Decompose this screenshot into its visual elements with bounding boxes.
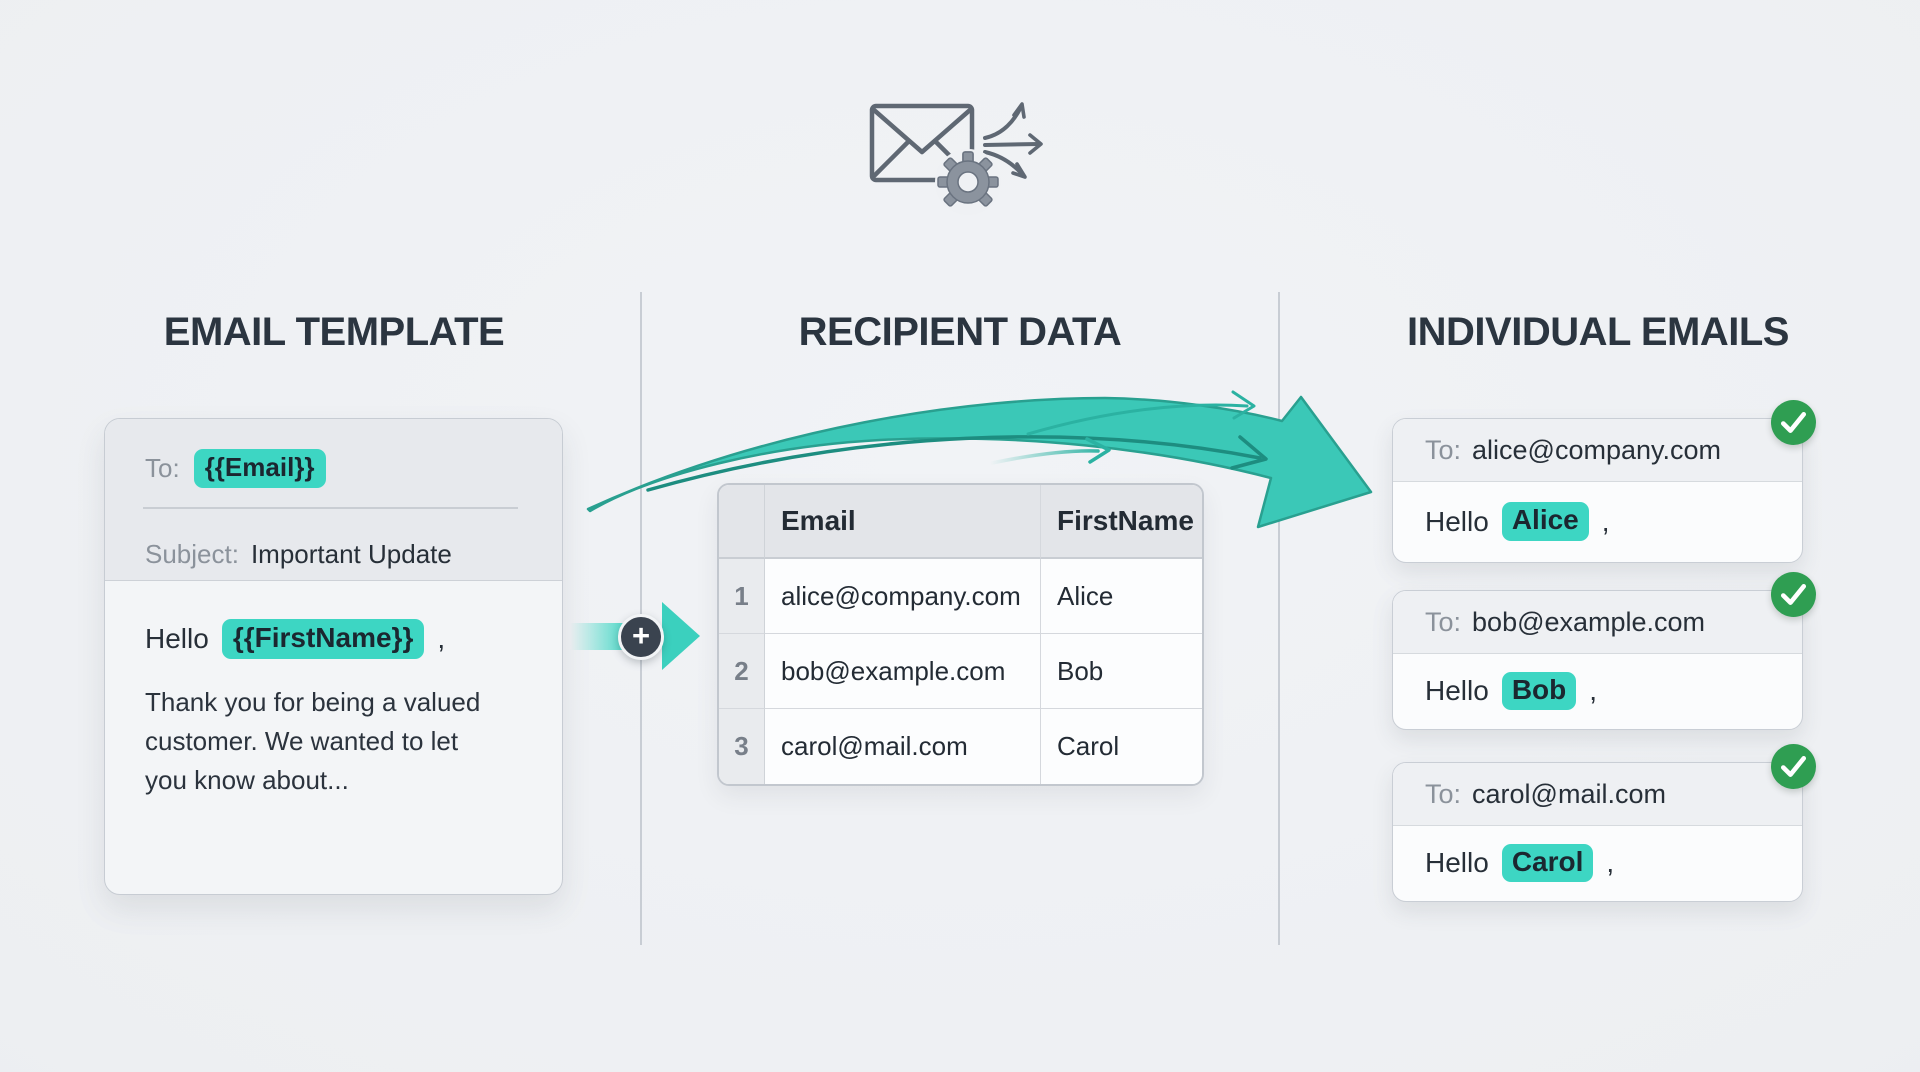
greeting-prefix: Hello: [145, 623, 209, 654]
row-number: 2: [719, 634, 765, 709]
firstname-variable-chip: {{FirstName}}: [221, 618, 425, 660]
check-circle-icon: [1771, 744, 1816, 789]
email-card-body: Hello Alice ,: [1393, 482, 1802, 561]
body-line: you know about...: [145, 765, 349, 795]
individual-email-card: To: carol@mail.com Hello Carol ,: [1392, 744, 1816, 902]
to-label: To:: [1425, 606, 1462, 637]
gear-icon: [935, 149, 1001, 215]
header-divider: [143, 507, 518, 509]
merge-fade-bar: [570, 623, 624, 650]
email-card-header: To: bob@example.com: [1393, 591, 1802, 654]
check-circle-icon: [1771, 572, 1816, 617]
plus-glyph: +: [631, 618, 651, 653]
to-address: bob@example.com: [1472, 606, 1706, 637]
email-card-body: Hello Bob ,: [1393, 654, 1802, 728]
table-header-firstname: FirstName: [1041, 485, 1202, 559]
upper-thin-arrow: [1026, 403, 1249, 436]
plus-merge-icon: +: [618, 614, 664, 660]
greeting-punctuation: ,: [1589, 675, 1598, 706]
subject-label: Subject:: [145, 539, 239, 569]
greeting-prefix: Hello: [1425, 675, 1489, 706]
table-cell-email: carol@mail.com: [765, 709, 1041, 784]
recipient-name-chip: Alice: [1501, 502, 1589, 541]
fanout-arrows-icon: [983, 102, 1043, 179]
table-cell-firstname: Alice: [1041, 559, 1202, 634]
email-card-header: To: alice@company.com: [1393, 419, 1802, 482]
to-label: To:: [1425, 434, 1462, 465]
to-label: To:: [145, 452, 180, 483]
greeting-punctuation: ,: [437, 623, 446, 654]
template-body-text: Thank you for being a valued customer. W…: [145, 683, 522, 800]
email-template-card: To: {{Email}} Subject: Important Update …: [104, 418, 563, 895]
to-address: carol@mail.com: [1472, 778, 1666, 809]
greeting-punctuation: ,: [1601, 505, 1610, 537]
recipient-name-chip: Bob: [1501, 671, 1577, 711]
template-card-body: Hello {{FirstName}} , Thank you for bein…: [105, 581, 562, 800]
individual-email-card: To: bob@example.com Hello Bob ,: [1392, 572, 1816, 730]
table-cell-email: alice@company.com: [765, 559, 1041, 634]
fading-arrow: [990, 449, 1100, 465]
envelope-gear-fanout-icon: [869, 102, 1043, 215]
template-subject-row: Subject: Important Update: [145, 539, 452, 570]
subject-value: Important Update: [250, 539, 452, 569]
email-card-header: To: carol@mail.com: [1393, 763, 1802, 826]
template-greeting: Hello {{FirstName}} ,: [145, 617, 522, 661]
table-cell-firstname: Carol: [1041, 709, 1202, 784]
body-line: customer. We wanted to let: [145, 726, 459, 756]
template-card-header: To: {{Email}} Subject: Important Update: [105, 419, 562, 581]
table-cell-email: bob@example.com: [765, 634, 1041, 709]
table-cell-firstname: Bob: [1041, 634, 1202, 709]
table-corner-cell: [719, 485, 765, 559]
merge-arrowhead: [662, 602, 700, 670]
email-card-body: Hello Carol ,: [1393, 826, 1802, 900]
greeting-prefix: Hello: [1425, 847, 1489, 878]
row-number: 3: [719, 709, 765, 784]
envelope-icon: [869, 103, 975, 183]
upper-thin-arrowhead: [1231, 390, 1256, 420]
table-header-email: Email: [765, 485, 1041, 559]
recipient-data-table: Email FirstName 1 alice@company.com Alic…: [717, 483, 1204, 786]
individual-email-card: To: alice@company.com Hello Alice ,: [1392, 400, 1816, 563]
row-number: 1: [719, 559, 765, 634]
individual-emails-heading: INDIVIDUAL EMAILS: [1407, 310, 1789, 354]
fading-arrowhead: [1085, 437, 1111, 464]
email-template-heading: EMAIL TEMPLATE: [163, 310, 505, 354]
body-line: Thank you for being a valued: [145, 687, 481, 717]
to-label: To:: [1425, 778, 1462, 809]
to-address: alice@company.com: [1472, 434, 1722, 465]
check-circle-icon: [1771, 400, 1816, 445]
template-to-row: To: {{Email}}: [145, 449, 326, 488]
recipient-data-heading: RECIPIENT DATA: [798, 310, 1122, 354]
email-variable-chip: {{Email}}: [193, 449, 326, 488]
greeting-punctuation: ,: [1606, 847, 1615, 878]
greeting-prefix: Hello: [1425, 505, 1489, 537]
inner-arrowhead: [1230, 435, 1268, 470]
recipient-name-chip: Carol: [1501, 843, 1594, 883]
column-divider: [1278, 292, 1280, 945]
